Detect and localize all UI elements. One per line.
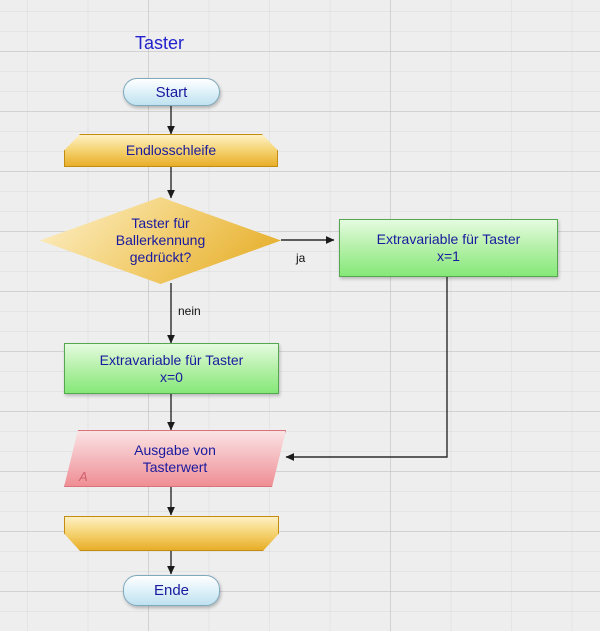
node-set-one-label: Extravariable für Taster x=1 bbox=[376, 231, 521, 264]
node-set-zero-label: Extravariable für Taster x=0 bbox=[99, 351, 244, 385]
node-loop-start[interactable]: Endlosschleife bbox=[64, 134, 278, 167]
edge-label-yes: ja bbox=[296, 251, 306, 265]
edge-label-no: nein bbox=[178, 304, 201, 318]
node-loop-end[interactable] bbox=[64, 516, 279, 551]
node-set-zero[interactable]: Extravariable für Taster x=0 bbox=[64, 343, 279, 394]
page-title: Taster bbox=[135, 33, 185, 53]
node-output[interactable]: Ausgabe von Tasterwert A bbox=[64, 430, 286, 487]
node-set-one[interactable]: Extravariable für Taster x=1 bbox=[339, 219, 558, 277]
node-end[interactable]: Ende bbox=[123, 575, 220, 606]
node-decision[interactable]: Taster für Ballerkennung gedrückt? bbox=[40, 197, 281, 284]
node-output-tag: A bbox=[79, 469, 88, 484]
edge-setone-to-output bbox=[285, 277, 448, 461]
node-end-label: Ende bbox=[153, 582, 190, 599]
node-output-label: Ausgabe von Tasterwert bbox=[134, 441, 216, 475]
node-start-label: Start bbox=[155, 83, 188, 101]
node-loop-start-label: Endlosschleife bbox=[125, 142, 217, 158]
node-start[interactable]: Start bbox=[123, 78, 220, 106]
node-decision-label: Taster für Ballerkennung gedrückt? bbox=[115, 215, 206, 265]
